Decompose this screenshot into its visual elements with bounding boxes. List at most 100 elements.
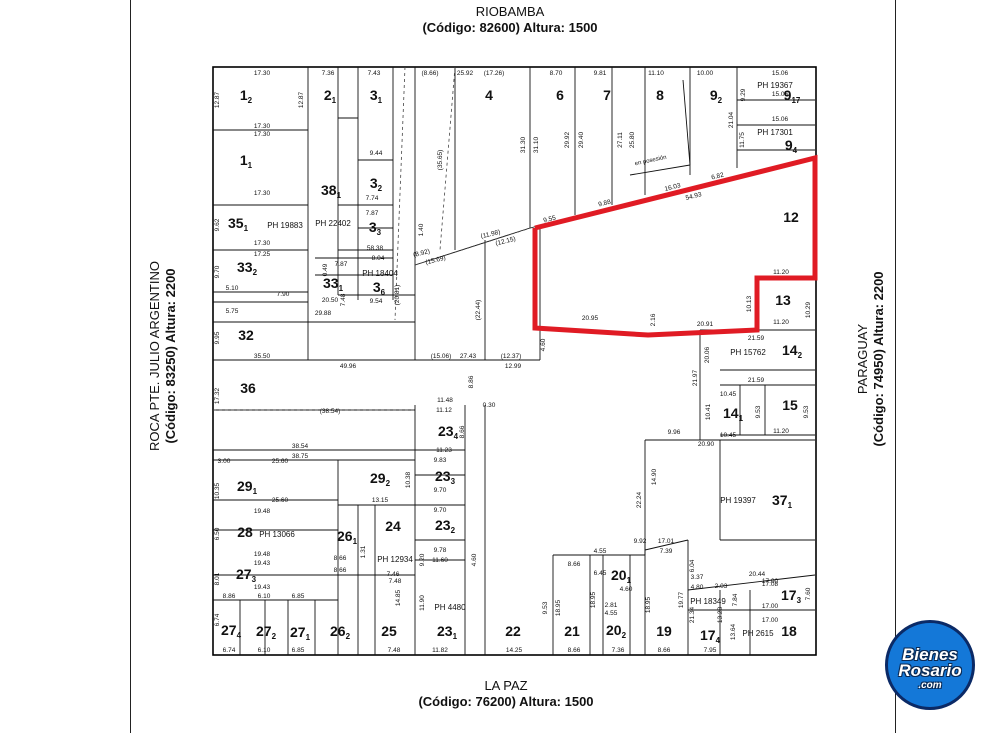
dimension-label: 17.00	[762, 578, 779, 585]
dimension-label: 20.90	[698, 441, 715, 448]
logo-line-3: .com	[918, 680, 942, 691]
dimension-label: 20.91	[697, 321, 714, 328]
parcel-number: 8	[656, 87, 664, 103]
ph-label: PH 22402	[315, 219, 351, 228]
dimension-label: 9.54	[370, 298, 383, 305]
dashed-reference-line	[414, 224, 541, 266]
dimension-label: 10.13	[746, 295, 753, 312]
parcel-number: 273	[236, 566, 257, 584]
ph-label: PH 18349	[690, 597, 726, 606]
dimension-label: 6.45	[594, 570, 607, 577]
parcel-number: 36	[240, 380, 256, 396]
dimension-label: 6.10	[258, 647, 271, 654]
dimension-label: 8.66	[658, 647, 671, 654]
dimension-label: 14.25	[506, 647, 523, 654]
dimension-label: 8.66	[459, 425, 466, 438]
boundary-line	[629, 164, 691, 176]
dimension-label: 13.28	[717, 606, 724, 623]
street-top-info: (Código: 82600) Altura: 1500	[422, 20, 598, 35]
dimension-label: 11.20	[773, 319, 789, 326]
logo-line-2: Rosario	[898, 661, 962, 680]
parcel-number: 231	[437, 623, 458, 641]
parcel-number: 12	[783, 209, 799, 225]
dimension-label: 7.84	[732, 593, 739, 606]
parcel-number: 201	[611, 567, 632, 585]
dimension-label: 1.31	[360, 545, 367, 558]
parcel-number: 272	[256, 623, 277, 641]
dimension-label: 9.95	[214, 331, 221, 344]
parcel-number: 271	[290, 624, 311, 642]
parcel-number: 12	[240, 87, 253, 105]
dimension-label: 9.96	[668, 429, 681, 436]
parcel-number: 22	[505, 623, 521, 639]
dimension-label: 9.53	[803, 405, 810, 418]
parcel-number: 291	[237, 478, 258, 496]
dimension-label: 2.81	[605, 602, 618, 609]
parcel-boundaries	[212, 66, 817, 656]
dashed-reference-line	[394, 66, 406, 321]
parcel-number: 11	[240, 152, 253, 170]
dimension-label: 8.66	[334, 567, 347, 574]
parcel-number: 371	[772, 492, 793, 510]
parcel-number: 274	[221, 622, 242, 640]
parcel-number: 92	[710, 87, 723, 105]
dimension-label: 15.06	[772, 70, 789, 77]
block-outline	[212, 66, 817, 656]
dimension-label: 9.20	[419, 553, 426, 566]
dimension-label: 11.90	[419, 595, 426, 611]
dimension-label: 21.59	[748, 335, 765, 342]
dimension-label: 17.30	[254, 240, 271, 247]
dimension-label: 12.87	[214, 91, 221, 108]
dimension-label: 9.70	[434, 507, 447, 514]
dimension-label: 19.48	[254, 508, 271, 515]
dimension-label: 11.12	[436, 407, 452, 414]
parcel-number: 28	[237, 524, 253, 540]
dimension-label: 11.10	[648, 70, 664, 77]
page-border-left	[130, 0, 131, 733]
parcel-number: 21	[564, 623, 580, 639]
parcel-number: 32	[238, 327, 254, 343]
dimension-label: 49.96	[340, 363, 357, 370]
dimension-label: 13.64	[730, 623, 737, 640]
dimension-label: 10.38	[405, 471, 412, 488]
dimension-label: 17.00	[762, 617, 779, 624]
dimension-label: (12.15)	[495, 236, 517, 248]
parcel-number: 232	[435, 517, 456, 535]
dimension-label: 18.95	[555, 599, 562, 616]
parcel-number: 33	[369, 219, 382, 237]
dimension-label: 11.60	[432, 557, 448, 564]
dimension-label: 17.30	[254, 131, 271, 138]
dimension-label: 8.04	[372, 255, 385, 262]
dimension-label: 15.06	[772, 116, 789, 123]
dimension-label: 10.29	[805, 301, 812, 318]
dimension-label: 6.85	[292, 593, 305, 600]
parcel-number: 36	[373, 279, 386, 297]
dimension-label: 38.75	[292, 453, 309, 460]
dimension-label: 7.60	[805, 587, 812, 600]
dimension-label: 8.70	[550, 70, 563, 77]
dimension-label: 9.78	[434, 547, 447, 554]
street-bottom-label: LA PAZ (Código: 76200) Altura: 1500	[306, 678, 706, 710]
street-bottom-info: (Código: 76200) Altura: 1500	[418, 694, 594, 709]
dimension-label: 10.45	[720, 432, 737, 439]
parcel-number: 13	[775, 292, 791, 308]
dimension-label: (38.54)	[320, 408, 341, 415]
dimension-label: 21.04	[728, 111, 735, 128]
dimension-label: 4.60	[620, 586, 633, 593]
dimension-label: 6.82	[711, 172, 725, 182]
ph-label: PH 2615	[742, 629, 774, 638]
dimension-label: 29.88	[315, 310, 332, 317]
dimension-label: 6.04	[689, 559, 696, 572]
dashed-reference-line	[439, 66, 456, 251]
dimension-label: 7.48	[340, 293, 347, 306]
dimension-label: 22.24	[636, 491, 643, 508]
dimension-label: (8.66)	[422, 70, 439, 77]
dimension-label: 35.50	[254, 353, 271, 360]
parcel-number: 141	[723, 405, 744, 423]
dimension-label: 9.55	[543, 215, 557, 225]
street-top-label: RIOBAMBA (Código: 82600) Altura: 1500	[310, 4, 710, 36]
dimension-label: 10.45	[720, 391, 737, 398]
dimension-label: 10.35	[214, 482, 221, 499]
dimension-label: 11.20	[773, 428, 789, 435]
dimension-label: 7.74	[366, 195, 379, 202]
